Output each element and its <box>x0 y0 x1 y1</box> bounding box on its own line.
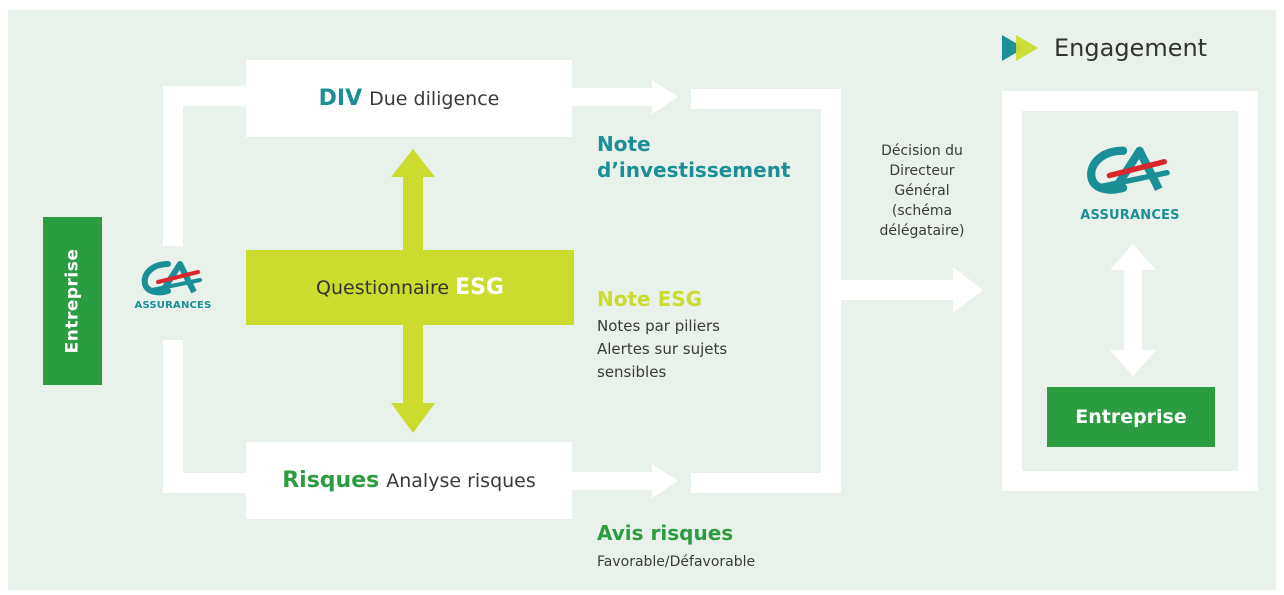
credit-agricole-logo-left: ASSURANCES <box>122 258 224 311</box>
arrow-up-to-due-diligence <box>391 149 435 251</box>
decision-line: délégataire) <box>879 223 965 239</box>
questionnaire-label: Questionnaire <box>316 276 450 299</box>
decision-line: Directeur <box>889 163 955 179</box>
risk-title: Risques <box>282 468 380 493</box>
ca-logo-icon <box>1087 146 1170 194</box>
due-diligence-label: Due diligence <box>369 87 500 110</box>
questionnaire-esg-box: Questionnaire ESG <box>246 250 574 325</box>
due-diligence-acronym: DIV <box>318 86 363 111</box>
entreprise-tab-label: Entreprise <box>62 248 83 354</box>
vertical-lime-arrows <box>391 149 435 433</box>
arrow-down-to-risks <box>391 325 435 433</box>
decision-line: Général <box>894 183 950 199</box>
risk-label: Analyse risques <box>386 469 536 492</box>
right-connector-bottom-horizontal <box>691 473 841 493</box>
esg-note-pillars: Notes par piliers <box>597 317 720 335</box>
risk-opinion-detail: Favorable/Défavorable <box>597 554 756 570</box>
logo-brand-text: ASSURANCES <box>1080 208 1180 223</box>
arrow-to-engagement <box>841 267 983 313</box>
left-connector-top-vertical <box>163 86 183 246</box>
engagement-title: Engagement <box>1054 34 1208 62</box>
credit-agricole-logo-right: ASSURANCES <box>1058 142 1202 223</box>
entreprise-box-label: Entreprise <box>1075 406 1187 428</box>
engagement-header: Engagement <box>1002 34 1207 62</box>
right-connector-vertical <box>821 89 841 493</box>
investment-note-line2: d’investissement <box>597 158 791 182</box>
esg-note-output: Note ESG Notes par piliers Alertes sur s… <box>597 287 727 384</box>
esg-note-alerts-line2: sensibles <box>597 363 667 381</box>
left-connector-bottom-vertical <box>163 340 183 493</box>
risk-opinion-output: Avis risques Favorable/Défavorable <box>597 521 755 574</box>
decision-line: Décision du <box>881 143 963 159</box>
entreprise-box: Entreprise <box>1047 387 1215 447</box>
decision-line: (schéma <box>891 203 953 219</box>
risk-analysis-box: Risques Analyse risques <box>246 442 572 519</box>
right-connector-top-horizontal <box>691 89 841 109</box>
investment-note-line1: Note <box>597 132 651 156</box>
entreprise-tab: Entreprise <box>43 217 102 385</box>
double-chevron-icon <box>1002 35 1038 61</box>
investment-note-output: Note d’investissement <box>597 131 791 183</box>
questionnaire-esg-emphasis: ESG <box>455 275 504 300</box>
arrow-due-diligence-out <box>572 80 678 114</box>
ca-logo-icon <box>141 261 202 296</box>
logo-brand-text: ASSURANCES <box>134 300 212 311</box>
left-connector-top-horizontal <box>163 86 247 106</box>
risk-opinion-title: Avis risques <box>597 521 734 545</box>
due-diligence-box: DIV Due diligence <box>246 60 572 137</box>
esg-note-alerts-line1: Alertes sur sujets <box>597 340 728 358</box>
esg-note-title: Note ESG <box>597 287 703 311</box>
arrow-risks-out <box>572 464 678 498</box>
double-headed-white-arrow <box>1110 244 1156 376</box>
left-connector-bottom-horizontal <box>163 473 247 493</box>
decision-text: Décision du Directeur Général (schéma dé… <box>862 141 982 241</box>
